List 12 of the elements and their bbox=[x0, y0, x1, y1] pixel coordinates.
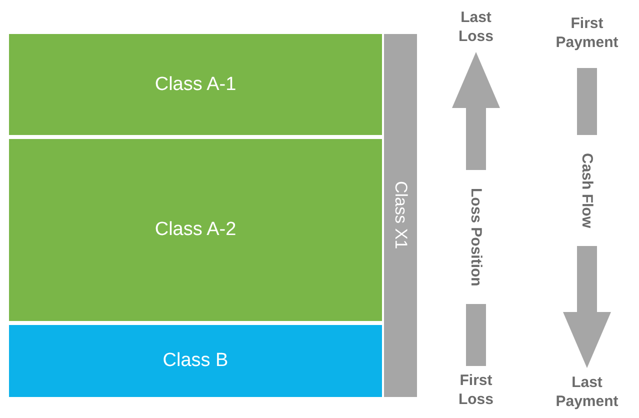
tranche-label: Class A-2 bbox=[154, 219, 236, 241]
arrow-end-label: Last Loss bbox=[457, 9, 494, 47]
tranche-bar bbox=[384, 34, 417, 397]
arrow-end-label: First Loss bbox=[457, 372, 494, 410]
tranche-box bbox=[9, 34, 382, 135]
tranche-box bbox=[9, 325, 382, 397]
tranche-box bbox=[9, 139, 382, 321]
arrow-end-label: Last Payment bbox=[554, 374, 620, 412]
tranche-label: Class B bbox=[162, 350, 228, 372]
tranche-label: Class A-1 bbox=[154, 74, 236, 96]
arrow-end-label: First Payment bbox=[554, 15, 620, 53]
tranche-label: Class X1 bbox=[390, 181, 410, 250]
